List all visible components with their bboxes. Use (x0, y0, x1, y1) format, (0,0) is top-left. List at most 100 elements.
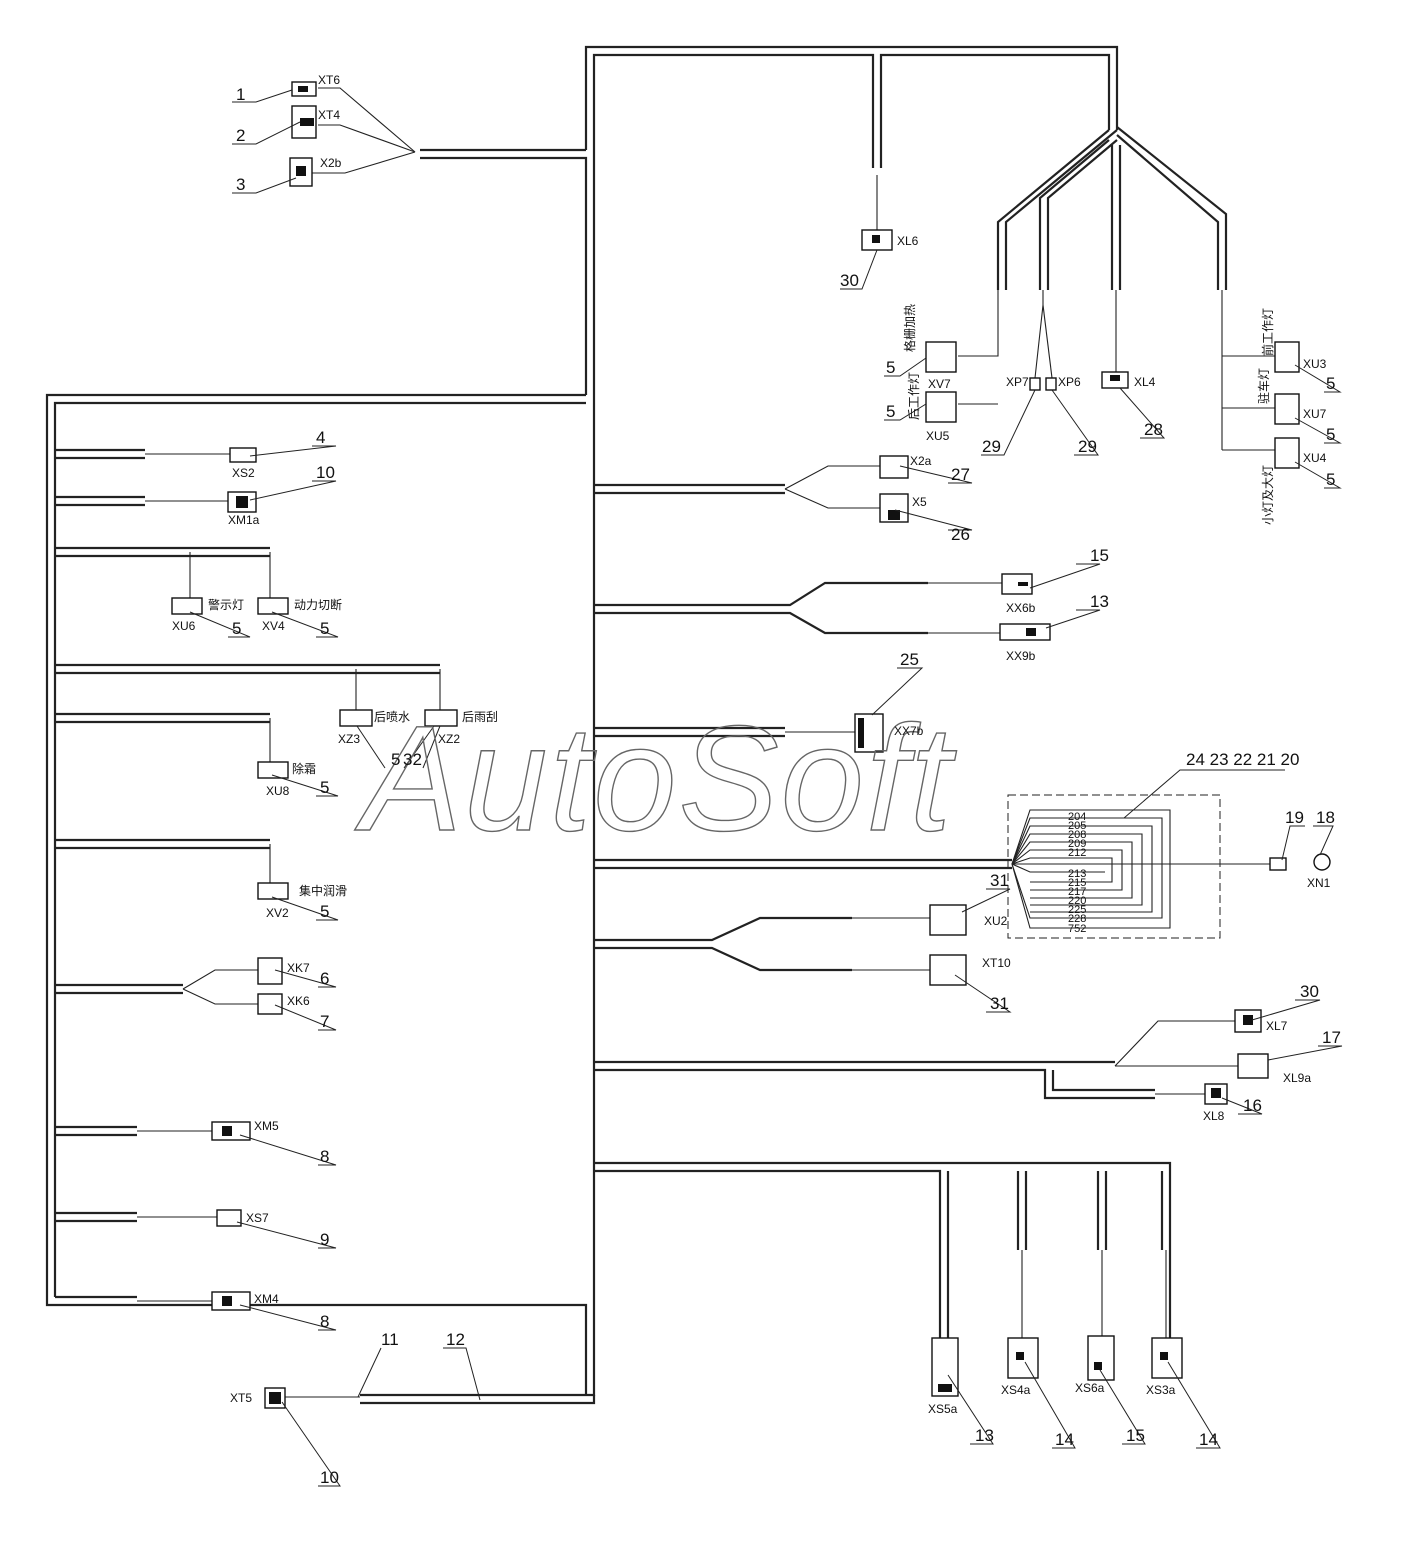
label-xm4: XM4 (254, 1292, 279, 1306)
label-rear-washer: 后喷水 (374, 710, 410, 724)
label-x2b: X2b (320, 156, 342, 170)
callout-14-xs3a: 14 (1199, 1430, 1218, 1449)
callout-19: 19 (1285, 808, 1304, 827)
callout-5-xu8: 5 (320, 778, 329, 797)
callout-29-xp6: 29 (1078, 437, 1097, 456)
label-xz2: XZ2 (438, 732, 460, 746)
label-xx6b: XX6b (1006, 601, 1036, 615)
callout-5-xv2: 5 (320, 902, 329, 921)
callout-10-xm1a: 10 (316, 463, 335, 482)
callout-15-xs6a: 15 (1126, 1426, 1145, 1445)
label-xs4a: XS4a (1001, 1383, 1031, 1397)
label-xs2: XS2 (232, 466, 255, 480)
label-xl8: XL8 (1203, 1109, 1225, 1123)
function-labels: 格栅加热 后工作灯 前工作灯 驻车灯 小灯及大灯 警示灯 动力切断 后喷水 后雨… (208, 304, 1275, 898)
ring-wire-number: 752 (1068, 923, 1086, 935)
label-xt6: XT6 (318, 73, 340, 87)
callout-24-to-20: 24 23 22 21 20 (1186, 750, 1299, 769)
label-xx7b: XX7b (894, 724, 924, 738)
label-xu5: XU5 (926, 429, 950, 443)
callout-32: 32 (403, 750, 422, 769)
label-xs7: XS7 (246, 1211, 269, 1225)
harness-wires (45, 45, 1228, 1405)
label-xp6: XP6 (1058, 375, 1081, 389)
label-xu2: XU2 (984, 914, 1008, 928)
callout-2: 2 (236, 126, 245, 145)
leader-lines (189, 89, 1343, 1487)
label-xm1a: XM1a (228, 513, 260, 527)
label-power-cut: 动力切断 (294, 597, 342, 612)
ring-terminal-group: 204 205 208 209 212 213 215 217 220 225 … (1007, 769, 1285, 939)
callout-6: 6 (320, 969, 329, 988)
label-xt5: XT5 (230, 1391, 252, 1405)
connector-labels: XT6 XT4 X2b XL6 XV7 XU5 XP7 XP6 XL4 XU3 … (172, 73, 1331, 1416)
callout-4: 4 (316, 428, 325, 447)
label-xz3: XZ3 (338, 732, 360, 746)
label-xs5a: XS5a (928, 1402, 958, 1416)
label-xp7: XP7 (1006, 375, 1029, 389)
ring-wire-number: 228 (1068, 913, 1086, 925)
label-xk6: XK6 (287, 994, 310, 1008)
callout-17: 17 (1322, 1028, 1341, 1047)
label-xl6: XL6 (897, 234, 919, 248)
label-xu3: XU3 (1303, 357, 1327, 371)
callout-5-xu4: 5 (1326, 470, 1335, 489)
callout-28: 28 (1144, 420, 1163, 439)
label-x5: X5 (912, 495, 927, 509)
label-front-work-lamp: 前工作灯 (1260, 308, 1275, 356)
label-xk7: XK7 (287, 961, 310, 975)
ring-wire-number: 212 (1068, 847, 1086, 859)
label-xt10: XT10 (982, 956, 1011, 970)
ring-wire-number: 220 (1068, 895, 1086, 907)
label-parking-lamp: 驻车灯 (1256, 368, 1271, 404)
callout-15-xx6b: 15 (1090, 546, 1109, 565)
callout-8-xm4: 8 (320, 1312, 329, 1331)
callout-13-xs5a: 13 (975, 1426, 994, 1445)
label-xu6: XU6 (172, 619, 196, 633)
callout-29-xp7: 29 (982, 437, 1001, 456)
label-xv7: XV7 (928, 377, 951, 391)
label-warning-lamp: 警示灯 (208, 597, 244, 612)
label-rear-wiper: 后雨刮 (462, 710, 498, 724)
label-xm5: XM5 (254, 1119, 279, 1133)
callout-26: 26 (951, 525, 970, 544)
ring-wire-number: 208 (1068, 829, 1086, 841)
label-xl9a: XL9a (1283, 1071, 1311, 1085)
callout-11: 11 (381, 1330, 399, 1349)
autosoft-watermark: AutoSoft (354, 694, 957, 862)
callout-8-xm5: 8 (320, 1147, 329, 1166)
ring-wire-number: 225 (1068, 904, 1086, 916)
callout-numbers: 1 2 3 4 10 5 5 5 5 5 5 5 5 5 5 5 6 7 8 8… (232, 85, 1341, 1487)
callout-10-xt5: 10 (320, 1468, 339, 1487)
label-xv4: XV4 (262, 619, 285, 633)
label-central-lube: 集中润滑 (299, 883, 347, 898)
ring-wire-number: 217 (1068, 886, 1086, 898)
callout-18: 18 (1316, 808, 1335, 827)
callout-7: 7 (320, 1012, 329, 1031)
label-rear-work-lamp: 后工作灯 (907, 372, 921, 420)
callout-13-xx9b: 13 (1090, 592, 1109, 611)
callout-27: 27 (951, 465, 970, 484)
callout-31-xt10: 31 (990, 994, 1009, 1013)
callout-16: 16 (1243, 1096, 1262, 1115)
callout-1: 1 (236, 85, 245, 104)
callout-14-xs4a: 14 (1055, 1430, 1074, 1449)
callout-5-xz3: 5 (391, 750, 400, 769)
callout-5-xv7: 5 (886, 358, 895, 377)
callout-30-xl6: 30 (840, 271, 859, 290)
label-xv2: XV2 (266, 906, 289, 920)
ring-wire-number: 204 (1068, 811, 1086, 823)
ring-wire-number: 213 (1068, 868, 1086, 880)
callout-30-xl7: 30 (1300, 982, 1319, 1001)
ring-wire-number: 209 (1068, 838, 1086, 850)
callout-31-xu2: 31 (990, 871, 1009, 890)
callout-5-xu3: 5 (1326, 374, 1335, 393)
label-defrost: 除霜 (292, 761, 316, 776)
callout-3: 3 (236, 175, 245, 194)
callout-12: 12 (446, 1330, 465, 1349)
callout-5-xu7: 5 (1326, 425, 1335, 444)
callout-5-xu5: 5 (886, 402, 895, 421)
label-xn1: XN1 (1307, 876, 1331, 890)
label-xu7: XU7 (1303, 407, 1327, 421)
